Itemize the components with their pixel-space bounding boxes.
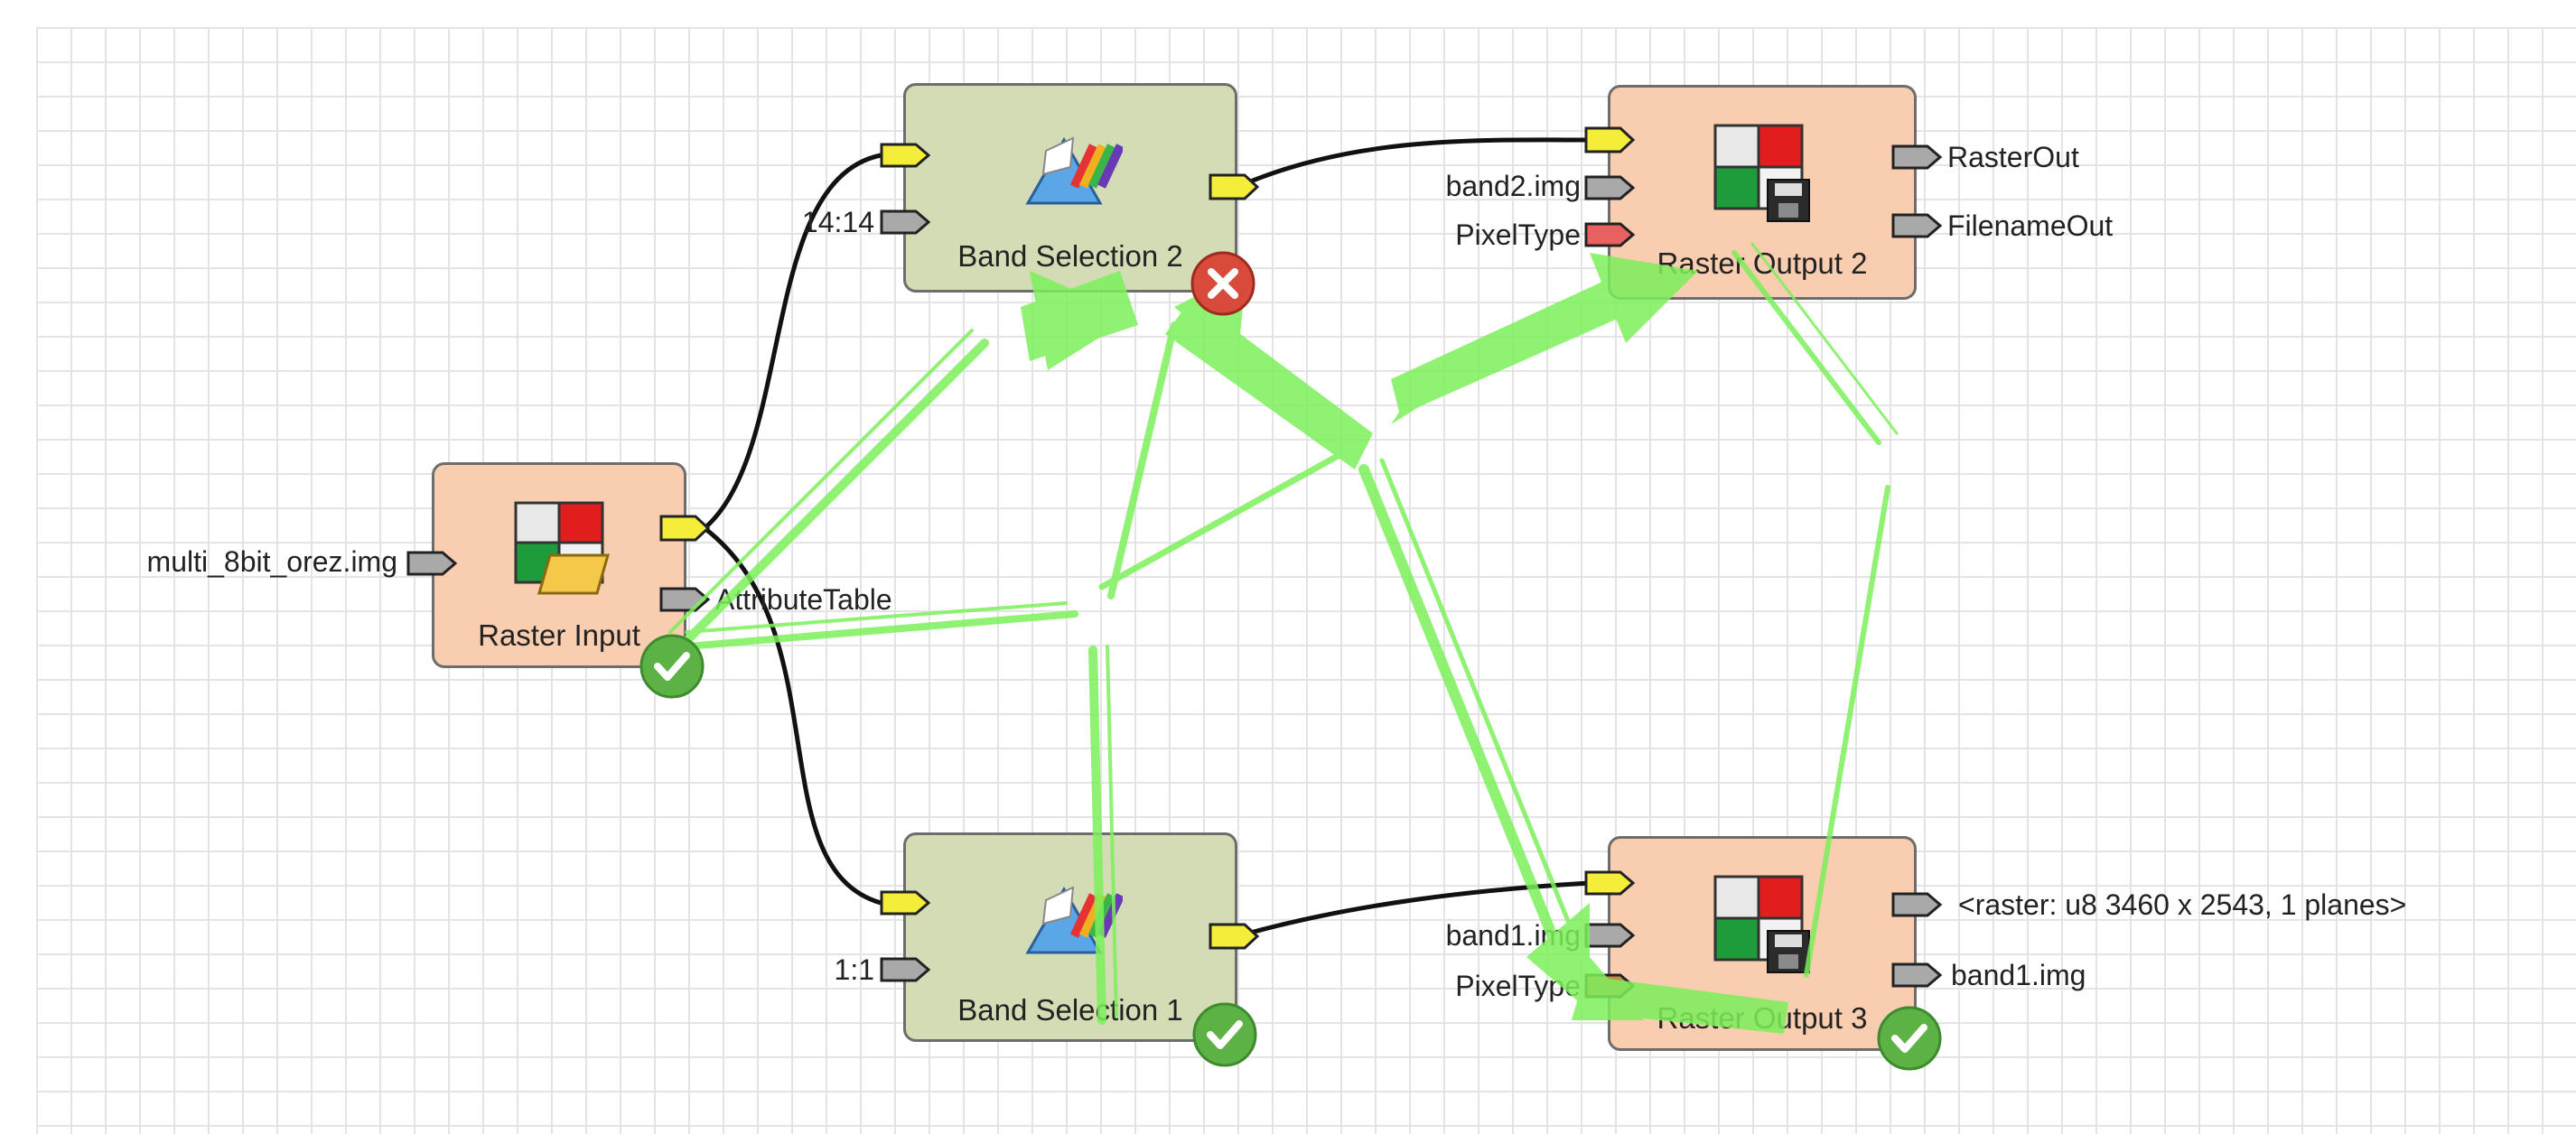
raster-output-3-filename-in-port[interactable]	[1584, 923, 1636, 948]
band-selection-icon	[1023, 131, 1125, 217]
check-badge-icon	[1192, 1002, 1257, 1067]
band-selection-1-image-in-port[interactable]	[880, 890, 931, 916]
raster-output-2-rasterout-port[interactable]	[1891, 144, 1943, 170]
band-selection-1-range-in-port[interactable]	[880, 957, 931, 982]
band-selection-2-title: Band Selection 2	[957, 239, 1183, 273]
band-selection-1-out-port[interactable]	[1209, 923, 1260, 950]
error-badge-icon	[1190, 251, 1255, 316]
raster-input-in-label: multi_8bit_orez.img	[146, 545, 397, 578]
band-selection-2-range-in-port[interactable]	[880, 209, 931, 235]
raster-input-title: Raster Input	[478, 618, 640, 652]
wire-band2-to-output2[interactable]	[1236, 137, 1591, 190]
raster-output-3-raster-out-label: <raster: u8 3460 x 2543, 1 planes>	[1958, 888, 2407, 921]
band-selection-2-error-badge	[1189, 249, 1257, 322]
raster-output-icon	[1713, 875, 1815, 979]
raster-output-3-filename-label: band1.img	[1445, 919, 1581, 952]
raster-output-3-ok-badge	[1875, 1004, 1944, 1077]
raster-output-2-filename-label: band2.img	[1445, 170, 1581, 202]
raster-output-3-raster-out-port[interactable]	[1891, 892, 1943, 917]
raster-input-node[interactable]: Raster Input	[432, 462, 686, 668]
check-badge-icon	[1877, 1006, 1942, 1071]
canvas-margin-top	[0, 0, 2576, 27]
raster-input-in-port[interactable]	[406, 551, 458, 576]
raster-output-icon	[1713, 124, 1815, 228]
raster-output-3-pixeltype-in-port[interactable]	[1584, 973, 1636, 999]
raster-input-attribute-out-port[interactable]	[659, 587, 711, 612]
raster-output-3-pixeltype-label: PixelType	[1455, 970, 1581, 1002]
raster-output-2-pixeltype-label: PixelType	[1455, 218, 1581, 251]
check-badge-icon	[639, 634, 705, 699]
band-selection-1-ok-badge	[1190, 1000, 1259, 1074]
band-selection-1-node[interactable]: Band Selection 1	[903, 832, 1237, 1042]
raster-output-2-filenameout-port[interactable]	[1891, 213, 1943, 238]
raster-output-3-filename-out-port[interactable]	[1891, 962, 1943, 988]
raster-output-2-pixeltype-in-port[interactable]	[1584, 222, 1636, 247]
raster-input-attribute-label: AttributeTable	[715, 583, 892, 616]
band-selection-1-range-label: 1:1	[834, 953, 874, 986]
band-selection-2-range-label: 14:14	[801, 206, 874, 238]
raster-output-3-raster-in-port[interactable]	[1584, 870, 1636, 896]
raster-output-2-rasterout-label: RasterOut	[1947, 141, 2079, 173]
raster-output-2-filename-in-port[interactable]	[1584, 175, 1636, 200]
band-selection-1-title: Band Selection 1	[957, 993, 1183, 1027]
raster-output-2-filenameout-label: FilenameOut	[1947, 209, 2114, 242]
band-selection-2-image-in-port[interactable]	[880, 143, 931, 168]
canvas-margin-left	[0, 0, 36, 1134]
raster-input-icon	[514, 501, 615, 600]
raster-output-2-raster-in-port[interactable]	[1584, 126, 1636, 153]
raster-input-ok-badge	[638, 632, 706, 705]
band-selection-2-out-port[interactable]	[1209, 173, 1260, 200]
raster-output-3-filename-out-label: band1.img	[1951, 959, 2086, 991]
raster-input-image-out-port[interactable]	[659, 515, 711, 542]
